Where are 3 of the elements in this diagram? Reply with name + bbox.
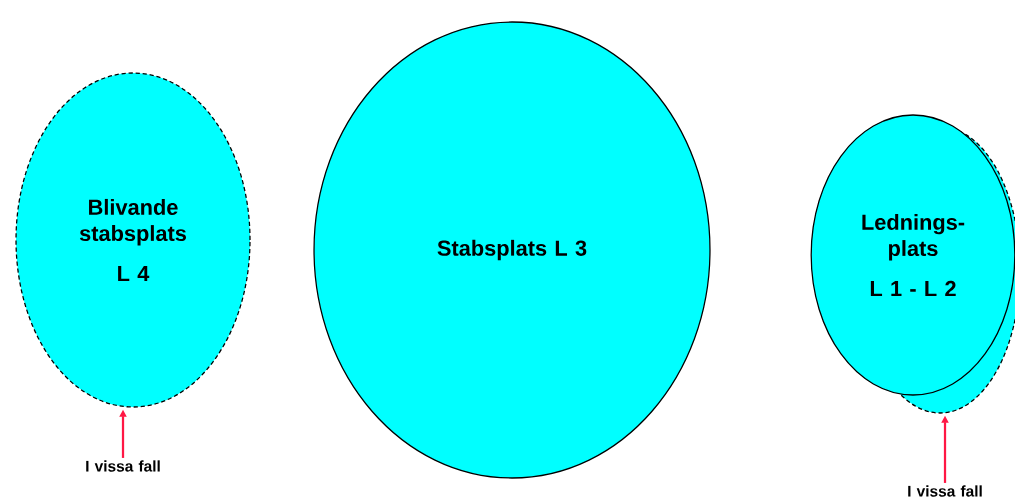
note-text: I vissa fall [908,485,982,497]
note-text: I vissa fall [86,460,160,472]
stacked-ellipses: Lednings- plats L 1 - L 2 [810,114,1015,414]
